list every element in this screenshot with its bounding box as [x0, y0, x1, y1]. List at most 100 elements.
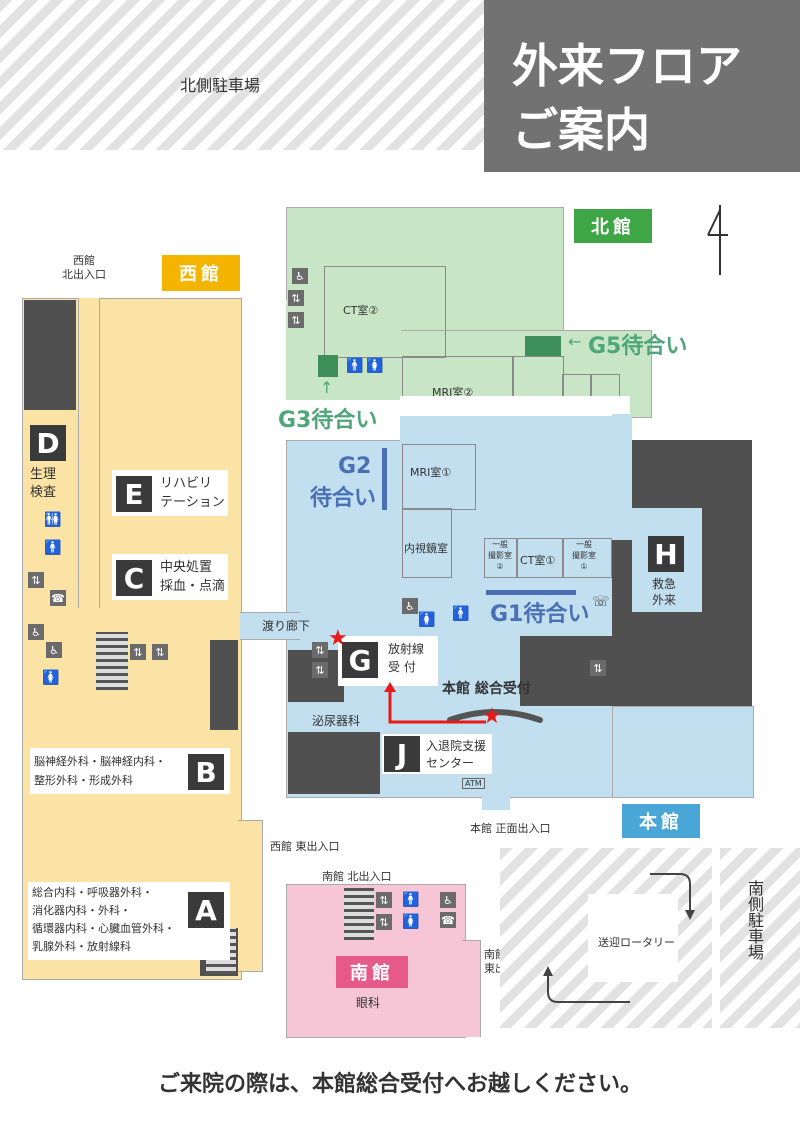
reception-desk: [447, 709, 543, 723]
endoscopy-label: 内視鏡室: [404, 542, 448, 555]
rotary-label: 送迎ロータリー: [598, 936, 675, 949]
route-arrow-icon: [384, 682, 486, 724]
north-parking-area: [0, 0, 484, 150]
elevator-icon: ⇅: [312, 642, 328, 658]
g5-arrow-icon: ←: [568, 332, 582, 351]
west-north-entrance-label: 西館 北出入口: [62, 254, 106, 281]
xray1-label: 一般 撮影室 ①: [572, 540, 596, 571]
main-building-upper: [400, 414, 612, 444]
wheelchair-icon: ♿: [46, 642, 62, 658]
main-dark-area-5: [288, 732, 380, 794]
elevator-icon: ⇅: [288, 290, 304, 306]
dept-g-letter: G: [342, 642, 378, 678]
title-box: [484, 0, 800, 172]
dept-h-letter: H: [648, 536, 684, 572]
endoscopy-room: [402, 508, 452, 578]
wheelchair-icon: ♿: [402, 598, 418, 614]
dept-c-letter: C: [116, 560, 152, 596]
restroom-icon: 🚺: [402, 914, 420, 930]
dept-j-letter: J: [384, 736, 420, 772]
footer-message: ご来院の際は、本館総合受付へお越しください。: [157, 1072, 642, 1097]
g3-arrow-icon: ↑: [320, 378, 334, 397]
atm-label: ATM: [462, 778, 485, 789]
g3-waiting-marker: [318, 355, 338, 377]
south-parking-text: 南側駐車場: [745, 880, 764, 960]
west-stairs: [96, 632, 128, 690]
mri1-room: [402, 444, 476, 510]
north-parking-label: 北側駐車場: [180, 76, 261, 95]
urology-label: 泌尿器科: [312, 714, 361, 728]
phone-icon: ☎: [50, 590, 66, 606]
dept-e-text: リハビリ テーション: [160, 476, 225, 510]
main-building-connector: [400, 396, 630, 416]
south-north-entrance-label: 南館 北出入口: [322, 870, 392, 883]
title-line2: ご案内: [512, 103, 650, 157]
watari-corridor: [240, 612, 300, 640]
south-building-east: [462, 940, 481, 1037]
ct1-room: [516, 538, 564, 578]
elevator-icon: ⇅: [376, 892, 392, 908]
south-parking-area: [720, 848, 800, 1028]
wheelchair-icon: ♿: [292, 268, 308, 284]
elevator-icon: ⇅: [130, 644, 146, 660]
wheelchair-icon: ♿: [28, 624, 44, 640]
north-building-tag: 北館: [574, 209, 652, 243]
xray2-label: 一般 撮影室 ②: [488, 540, 512, 571]
mri1-label: MRI室①: [410, 466, 452, 479]
restroom-icon: 🚺: [418, 612, 436, 628]
south-building-tag: 南館: [336, 956, 408, 988]
dept-d-text: 生理 検査: [30, 467, 57, 500]
west-east-entrance-label: 西館 東出入口: [270, 840, 340, 853]
star-icon: ★: [328, 626, 348, 651]
south-parking-label: 南側駐車場: [742, 880, 766, 966]
compass-icon: [707, 205, 728, 275]
restroom-icon: 🚺: [42, 670, 60, 686]
xray2-room: [484, 538, 518, 578]
rotary-center: [588, 894, 678, 982]
g5-waiting-marker: [525, 336, 561, 356]
dept-h-text: 救急 外来: [652, 577, 677, 607]
elevator-icon: ⇅: [288, 312, 304, 328]
mri2-label: MRI室②: [432, 386, 474, 399]
title-line1: 外来フロア: [512, 39, 742, 93]
restroom-icon: 🚹: [44, 540, 62, 556]
g2-waiting-label-2: 待合い: [310, 486, 377, 511]
dept-b-letter: B: [188, 754, 224, 790]
west-dark-room-2: [210, 640, 238, 730]
west-building-tag: 西館: [162, 255, 240, 291]
g1-waiting-bar: [486, 590, 576, 595]
elevator-icon: ⇅: [28, 572, 44, 588]
restroom-icon: 🚻: [44, 512, 62, 528]
main-front-entrance-label: 本館 正面出入口: [470, 822, 551, 835]
dept-b-text: 脳神経外科・脳神経内科・ 整形外科・形成外科: [34, 755, 166, 787]
main-entrance-corridor: [482, 780, 510, 810]
elevator-icon: ⇅: [376, 914, 392, 930]
dept-c-text: 中央処置 採血・点滴: [160, 560, 226, 594]
ct2-label: CT室②: [343, 304, 379, 317]
restroom-icon: 🚹: [346, 358, 364, 374]
main-building-east: [612, 706, 754, 798]
ct1-label: CT室①: [520, 554, 556, 567]
g3-waiting-label: G3待合い: [278, 408, 378, 433]
g2-waiting-bar: [382, 448, 387, 510]
star-icon: ★: [482, 704, 502, 729]
restroom-icon: 🚹: [452, 606, 470, 622]
main-building-tag: 本館: [622, 804, 700, 838]
dept-d-letter: D: [30, 425, 66, 461]
dept-j-text: 入退院支援 センター: [426, 739, 487, 770]
elevator-icon: ⇅: [152, 644, 168, 660]
g2-waiting-label-1: G2: [338, 454, 372, 479]
north-building-inner: [286, 300, 401, 400]
west-corridor-vertical: [78, 298, 100, 608]
dept-a-text: 総合内科・呼吸器外科・ 消化器内科・外科・ 循環器内科・心臓血管外科・ 乳腺外科…: [32, 886, 175, 953]
dept-e-letter: E: [116, 476, 152, 512]
corridor-label: 渡り廊下: [262, 619, 311, 633]
phone-icon: ☏: [592, 594, 610, 610]
g1-waiting-label: G1待合い: [490, 602, 590, 627]
dept-g-text: 放射線 受 付: [388, 642, 425, 674]
west-building: [22, 298, 242, 980]
south-stairs: [344, 888, 374, 940]
xray1-room: [562, 538, 612, 578]
west-dark-room-1: [24, 300, 76, 410]
